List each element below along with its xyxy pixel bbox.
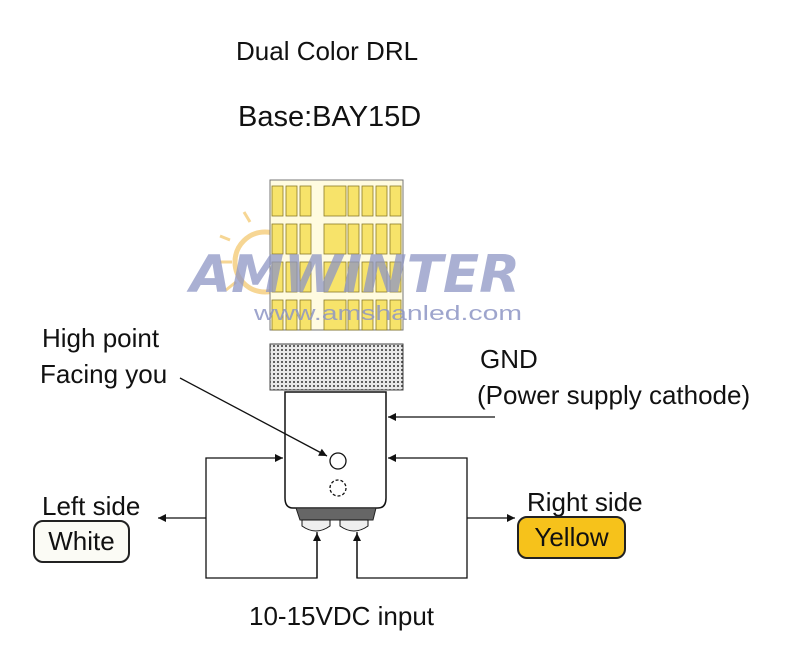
left-side-label: Left side [42, 491, 141, 521]
led-chip [285, 185, 298, 217]
led-chip [271, 223, 284, 255]
led-chip [285, 261, 298, 293]
led-chip [361, 223, 374, 255]
contact-right [339, 519, 369, 532]
led-chip [271, 185, 284, 217]
right-side-label: Right side [527, 487, 643, 517]
led-chip [323, 223, 347, 255]
base-insulator [295, 507, 377, 521]
led-chip [347, 299, 360, 331]
white-color-badge: White [33, 520, 130, 563]
led-chip [285, 223, 298, 255]
led-chip [347, 261, 360, 293]
led-chip [323, 185, 347, 217]
led-chip [299, 261, 312, 293]
led-chip [375, 299, 388, 331]
led-chip [271, 299, 284, 331]
yellow-color-badge: Yellow [517, 516, 626, 559]
led-chip [389, 299, 402, 331]
gnd-label: GND [480, 344, 538, 374]
high-point-label: High point [42, 323, 160, 353]
input-voltage-label: 10-15VDC input [249, 601, 434, 631]
bulb-base [284, 391, 387, 509]
led-chip [375, 261, 388, 293]
low-point-pin [329, 479, 347, 497]
high-point-pointer [179, 377, 328, 457]
watermark-brand: AMWINTER [186, 245, 520, 305]
led-chip [347, 223, 360, 255]
led-chip [285, 299, 298, 331]
facing-you-label: Facing you [40, 359, 168, 389]
contact-left [301, 519, 331, 532]
led-chip [361, 185, 374, 217]
led-chip [323, 299, 347, 331]
led-chip [323, 261, 347, 293]
bulb-collar [269, 343, 404, 391]
led-chip [389, 261, 402, 293]
led-chip [375, 223, 388, 255]
led-chip [361, 261, 374, 293]
watermark-url: www.amshanled.com [253, 303, 522, 325]
led-chip [361, 299, 374, 331]
led-chip [347, 185, 360, 217]
led-chip [389, 223, 402, 255]
led-chip [299, 185, 312, 217]
led-chip [375, 185, 388, 217]
power-supply-cathode-label: (Power supply cathode) [477, 380, 751, 410]
led-array [269, 179, 404, 331]
base-type-label: Base:BAY15D [238, 101, 422, 133]
high-point-pin [329, 452, 347, 470]
diagram-title: Dual Color DRL [236, 36, 419, 66]
led-chip [389, 185, 402, 217]
led-chip [299, 223, 312, 255]
led-chip [271, 261, 284, 293]
led-chip [299, 299, 312, 331]
